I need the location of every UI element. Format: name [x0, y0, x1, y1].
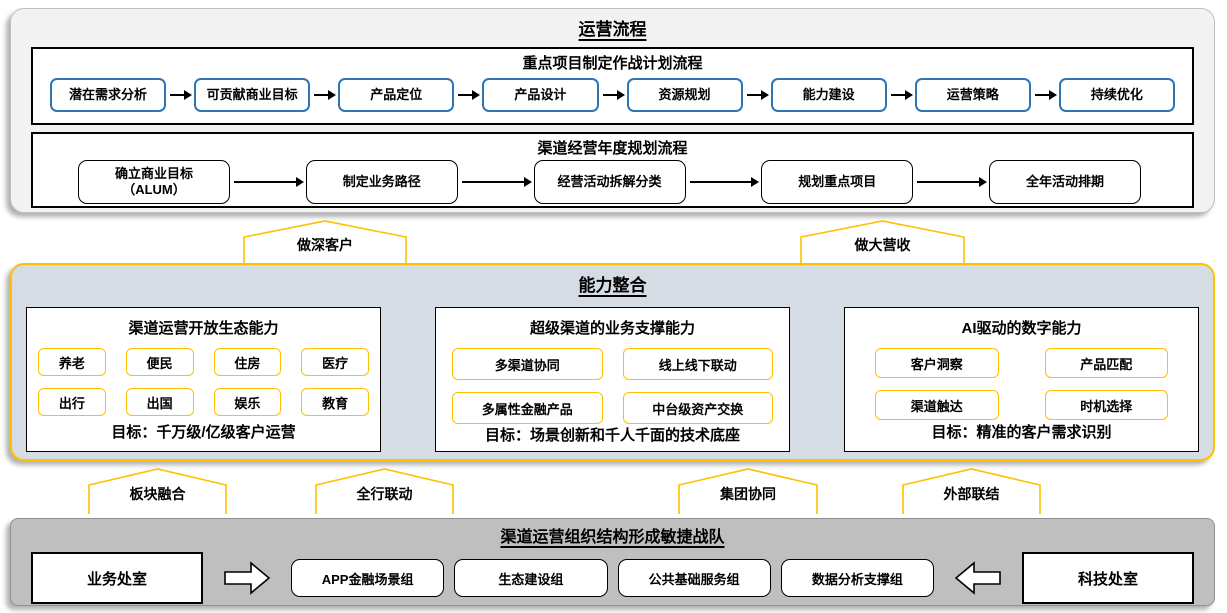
capability-item: 出国: [125, 388, 194, 416]
flow-step: 运营策略: [914, 78, 1031, 112]
banner: 外部联结: [902, 468, 1041, 514]
panel-items: 养老便民住房医疗出行出国娱乐教育: [27, 348, 380, 421]
flow-step: 制定业务路径: [305, 160, 458, 204]
capability-item: 客户洞察: [875, 348, 999, 378]
banner: 集团协同: [678, 468, 818, 514]
banner: 全行联动: [315, 468, 454, 514]
banner-label: 做深客户: [297, 236, 353, 253]
panel-goal: 目标：精准的客户需求识别: [931, 424, 1112, 441]
pentagon-banner-icon: [88, 468, 227, 514]
capability-item: 渠道触达: [875, 390, 999, 420]
capability-item: 养老: [38, 348, 106, 376]
flow-arrow-icon: [602, 90, 625, 100]
panel-title: 渠道运营开放生态能力: [128, 320, 279, 337]
flow-step: 能力建设: [770, 78, 887, 112]
battle-plan-flow-row: 潜在需求分析可贡献商业目标产品定位产品设计资源规划能力建设运营策略持续优化: [33, 73, 1192, 112]
block-arrow-left-icon: [954, 560, 1002, 596]
section-title-org: 渠道运营组织结构形成敏捷战队: [500, 529, 725, 546]
panel-items: 客户洞察 产品匹配渠道触达 时机选择: [845, 348, 1198, 421]
flow-step: 持续优化: [1058, 78, 1175, 112]
banner-label: 做大营收: [854, 236, 911, 253]
flow-arrow-icon: [170, 90, 193, 100]
annual-plan-flow-row: 确立商业目标 （ALUM） 制定业务路径 经营活动拆解分类 规划重点项目 全年活动排期: [33, 158, 1192, 204]
annual-plan-flow: 渠道经营年度规划流程 确立商业目标 （ALUM） 制定业务路径 经营活动拆解分类 规划…: [31, 132, 1194, 208]
agile-team-box: 数据分析支撑组: [780, 559, 934, 597]
capability-item: 医疗: [301, 348, 369, 376]
annual-plan-flow-title: 渠道经营年度规划流程: [537, 140, 688, 157]
operations-process-section: 运营流程 重点项目制定作战计划流程 潜在需求分析可贡献商业目标产品定位产品设计资…: [10, 8, 1215, 213]
capability-panel: 超级渠道的业务支撑能力多渠道协同线上线下联动多属性金融产品中台级资产交换目标：场…: [435, 307, 790, 452]
capability-item: 便民: [125, 348, 194, 376]
banner-label: 板块融合: [129, 486, 186, 503]
lower-banners-layer: 板块融合 全行联动 集团协同 外部联结: [0, 468, 1227, 514]
org-row: 业务处室 APP金融场景组生态建设组公共基础服务组数据分析支撑组 科技处室: [11, 552, 1214, 604]
panel-items: 多渠道协同线上线下联动多属性金融产品中台级资产交换: [436, 348, 789, 424]
flow-arrow-icon: [461, 177, 532, 187]
capability-item: 住房: [213, 348, 282, 376]
flow-arrow-icon: [890, 90, 913, 100]
flow-step: 产品定位: [338, 78, 455, 112]
flow-arrow-icon: [746, 90, 769, 100]
capability-item: 娱乐: [213, 388, 282, 416]
upward-banners-layer: 做深客户 做大营收: [0, 220, 1227, 263]
section-title-operations: 运营流程: [578, 20, 647, 39]
banner-label: 全行联动: [356, 486, 413, 503]
battle-plan-flow-title: 重点项目制定作战计划流程: [522, 55, 703, 72]
flow-arrow-icon: [458, 90, 481, 100]
capability-item: 多渠道协同: [452, 348, 603, 380]
section-title-capability: 能力整合: [578, 276, 647, 295]
flow-step: 资源规划: [626, 78, 743, 112]
panel-goal: 目标：场景创新和千人千面的技术底座: [484, 427, 740, 444]
business-dept-box: 业务处室: [31, 552, 203, 604]
flow-arrow-icon: [314, 90, 337, 100]
flow-arrow-icon: [234, 177, 304, 187]
panel-title: AI驱动的数字能力: [961, 320, 1082, 337]
banner-label: 外部联结: [943, 486, 1000, 503]
capability-panel: AI驱动的数字能力客户洞察 产品匹配渠道触达 时机选择目标：精准的客户需求识别: [844, 307, 1199, 452]
agile-teams: APP金融场景组生态建设组公共基础服务组数据分析支撑组: [291, 559, 934, 597]
agile-team-box: APP金融场景组: [291, 559, 445, 597]
capability-item: 时机选择: [1044, 390, 1168, 420]
agile-team-box: 公共基础服务组: [617, 559, 771, 597]
pentagon-banner-icon: [800, 220, 965, 263]
org-structure-section: 渠道运营组织结构形成敏捷战队 业务处室 APP金融场景组生态建设组公共基础服务组…: [10, 518, 1215, 606]
banner: 板块融合: [88, 468, 227, 514]
flow-step: 确立商业目标 （ALUM）: [78, 160, 230, 204]
flow-step: 潜在需求分析: [50, 78, 167, 112]
capability-integration-section: 能力整合 渠道运营开放生态能力养老便民住房医疗出行出国娱乐教育目标：千万级/亿级…: [10, 263, 1215, 461]
banner: 做深客户: [243, 220, 407, 263]
capability-panel: 渠道运营开放生态能力养老便民住房医疗出行出国娱乐教育目标：千万级/亿级客户运营: [26, 307, 381, 452]
capability-item: 产品匹配: [1044, 348, 1168, 378]
block-arrow-right-icon: [223, 560, 271, 596]
pentagon-banner-icon: [243, 220, 407, 263]
flow-step: 规划重点项目: [761, 160, 914, 204]
flow-arrow-icon: [917, 177, 987, 187]
capability-item: 出行: [38, 388, 106, 416]
pentagon-banner-icon: [902, 468, 1041, 514]
panel-title: 超级渠道的业务支撑能力: [529, 320, 695, 337]
tech-dept-box: 科技处室: [1022, 552, 1194, 604]
flow-arrow-icon: [689, 177, 759, 187]
panel-goal: 目标：千万级/亿级客户运营: [111, 424, 296, 441]
capability-item: 中台级资产交换: [622, 392, 773, 424]
capability-item: 线上线下联动: [622, 348, 773, 380]
banner: 做大营收: [800, 220, 965, 263]
capability-panels: 渠道运营开放生态能力养老便民住房医疗出行出国娱乐教育目标：千万级/亿级客户运营超…: [12, 307, 1213, 452]
capability-item: 多属性金融产品: [452, 392, 603, 424]
flow-step: 全年活动排期: [989, 160, 1141, 204]
pentagon-banner-icon: [315, 468, 454, 514]
banner-label: 集团协同: [720, 486, 776, 503]
flow-step: 可贡献商业目标: [194, 78, 311, 112]
flow-step: 产品设计: [482, 78, 599, 112]
flow-arrow-icon: [1034, 90, 1057, 100]
pentagon-banner-icon: [678, 468, 818, 514]
flow-step: 经营活动拆解分类: [533, 160, 686, 204]
capability-item: 教育: [301, 388, 369, 416]
agile-team-box: 生态建设组: [454, 559, 608, 597]
battle-plan-flow: 重点项目制定作战计划流程 潜在需求分析可贡献商业目标产品定位产品设计资源规划能力…: [31, 47, 1194, 125]
